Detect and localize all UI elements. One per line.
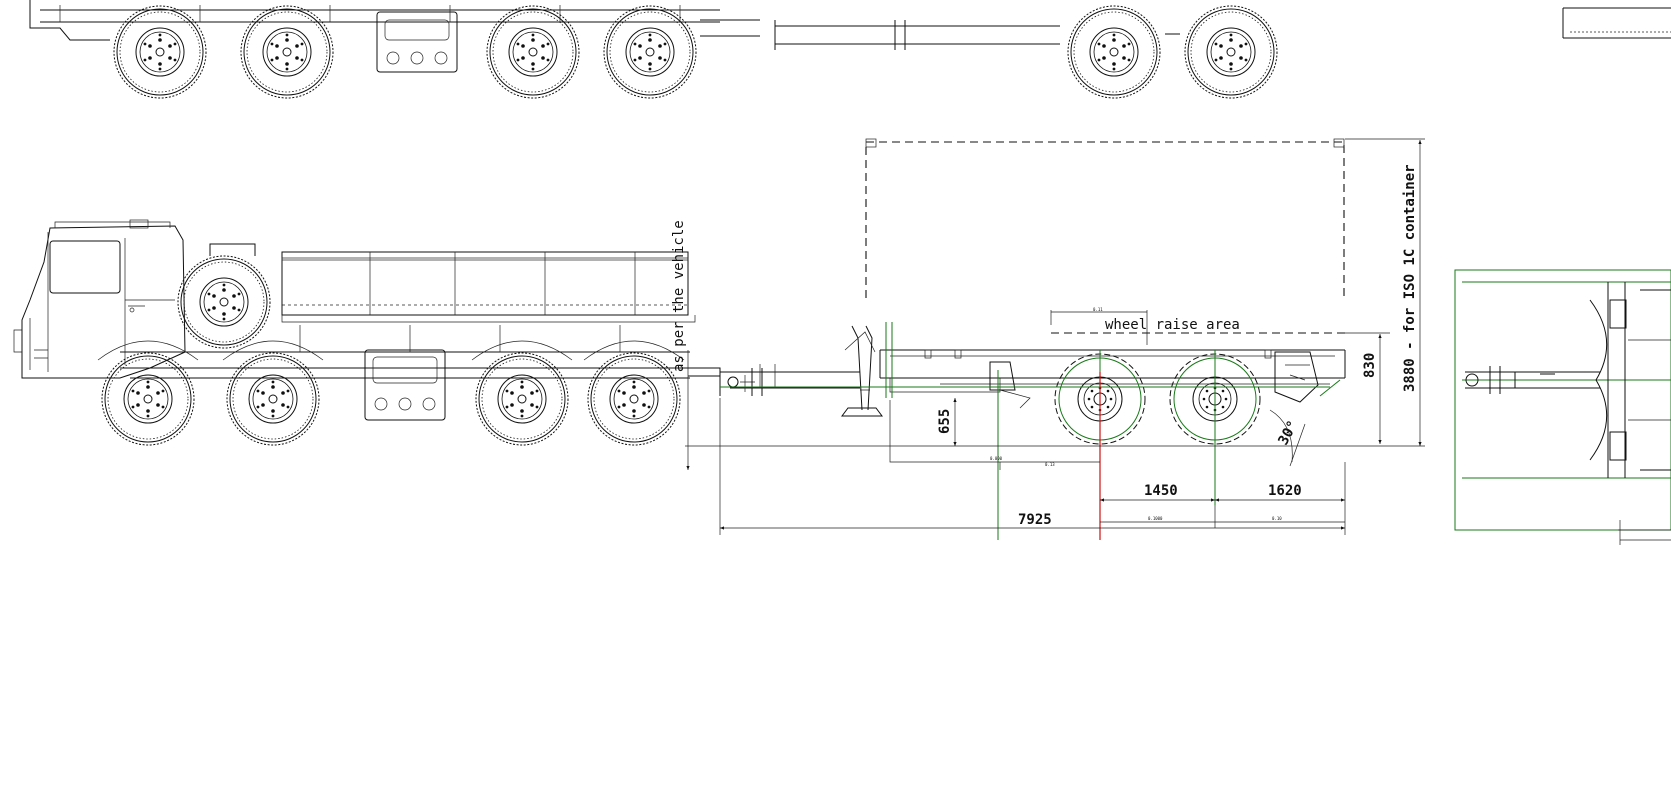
truck-wheel-3 <box>475 352 569 446</box>
truck-cab <box>21 225 186 379</box>
wheel-raise-label: wheel raise area <box>1105 317 1240 333</box>
dimension-rear-overhang: 1620 <box>1268 483 1302 499</box>
fuel-tank <box>364 349 446 421</box>
cargo-box <box>281 251 689 316</box>
angle-label: 30° <box>1275 418 1301 448</box>
truck-chassis <box>120 351 690 379</box>
trailer-side-view <box>719 322 1346 540</box>
wheel-raise-area: 0.11 wheel raise area <box>1050 307 1345 345</box>
truck-wheel-4 <box>587 352 681 446</box>
svg-text:0.000: 0.000 <box>990 456 1003 461</box>
trailer-drawbar <box>719 371 860 396</box>
dimension-lines: 0.000 0.13 0.1000 0.10 <box>685 138 1425 535</box>
svg-text:0.13: 0.13 <box>1045 462 1055 467</box>
truck-wheel-2 <box>226 352 320 446</box>
dimension-frame-height: 830 <box>1362 353 1378 378</box>
spare-wheel <box>177 255 271 349</box>
cab-window <box>49 240 121 294</box>
trailer-plan-view-partial <box>1454 269 1671 545</box>
truck-wheel-1 <box>101 352 195 446</box>
dimension-axle-spacing: 1450 <box>1144 483 1178 499</box>
svg-text:0.11: 0.11 <box>1093 307 1103 312</box>
container-outline <box>865 138 1345 298</box>
truck-side-view <box>13 219 721 446</box>
dimension-coupling-height: 655 <box>937 409 953 434</box>
dimension-overall-length: 7925 <box>1018 512 1052 528</box>
svg-text:0.1000: 0.1000 <box>1148 516 1163 521</box>
dimension-container-height: 3880 - for ISO 1C container <box>1402 164 1418 392</box>
trailer-frame <box>879 349 1346 379</box>
upper-truck-partial <box>29 0 1671 99</box>
svg-text:0.10: 0.10 <box>1272 516 1282 521</box>
vehicle-note-label: as per the vehicle <box>671 220 687 372</box>
support-leg <box>841 325 883 417</box>
